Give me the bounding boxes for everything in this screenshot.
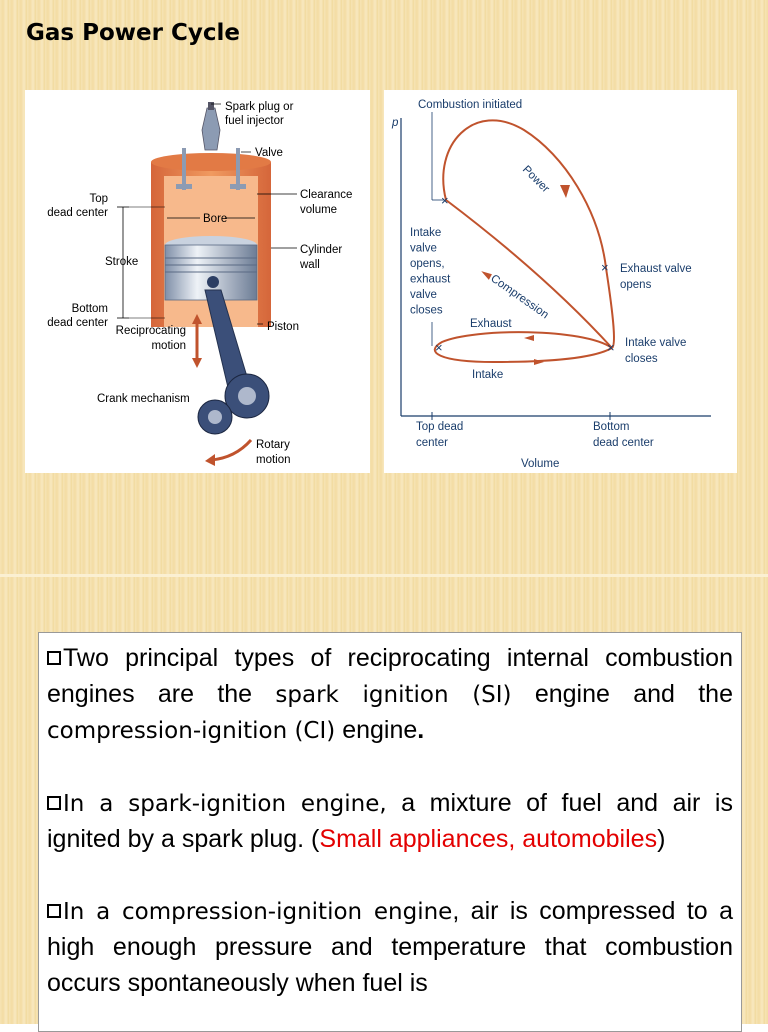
label-power: Power	[520, 164, 552, 196]
text-run: )	[657, 825, 666, 853]
heading-compression-ignition: In a compression-ignition engine	[63, 898, 453, 925]
pv-diagram: × × × × Combustion initiated p Power Int…	[384, 90, 737, 473]
svg-text:×: ×	[601, 260, 609, 275]
exhaust-intake-loop	[433, 331, 613, 364]
compression-curve	[445, 199, 613, 349]
label-crank-mechanism: Crank mechanism	[97, 393, 190, 405]
text-run: engine	[335, 716, 418, 744]
body-text-box: Two principal types of reciprocating int…	[38, 632, 742, 1032]
page-title: Gas Power Cycle	[26, 20, 240, 46]
label-intake: Intake	[472, 369, 503, 381]
label-volume: Volume	[521, 458, 559, 470]
bold-term-si: spark ignition (SI)	[275, 681, 512, 708]
label-piston: Piston	[267, 321, 299, 333]
red-examples: Small appliances, automobiles	[319, 825, 658, 853]
label-bore: Bore	[203, 213, 227, 225]
paragraph-engine-types: Two principal types of reciprocating int…	[47, 641, 733, 750]
text-run: Two principal types of reciprocating int…	[47, 644, 733, 708]
power-curve	[442, 119, 615, 349]
label-valve: Valve	[255, 147, 283, 159]
label-p-axis: p	[391, 117, 399, 129]
checkbox-bullet-icon	[47, 903, 61, 918]
text-run: .	[417, 716, 425, 744]
text-run: engine and the	[511, 679, 733, 708]
paragraph-compression-ignition: In a compression-ignition engine, air is…	[47, 894, 733, 1002]
bold-term-ci: compression-ignition (CI)	[47, 718, 336, 744]
label-intake-valve-opens: Intake valve opens, exhaust valve closes	[410, 227, 453, 317]
label-stroke: Stroke	[105, 256, 138, 268]
label-compression: Compression	[488, 273, 550, 322]
svg-text:×: ×	[441, 193, 449, 208]
text-run: , air is compressed to a high enough pre…	[47, 896, 733, 997]
text-run: a mixture of fuel and air is ignited by …	[47, 788, 733, 854]
heading-spark-ignition: In a spark-ignition engine,	[63, 790, 387, 817]
label-exhaust: Exhaust	[470, 318, 512, 330]
svg-text:×: ×	[435, 340, 443, 355]
label-combustion-initiated: Combustion initiated	[418, 99, 522, 111]
checkbox-bullet-icon	[47, 651, 61, 665]
checkbox-bullet-icon	[47, 795, 61, 810]
paragraph-spark-ignition: In a spark-ignition engine, a mixture of…	[47, 786, 733, 858]
svg-text:×: ×	[607, 340, 615, 355]
